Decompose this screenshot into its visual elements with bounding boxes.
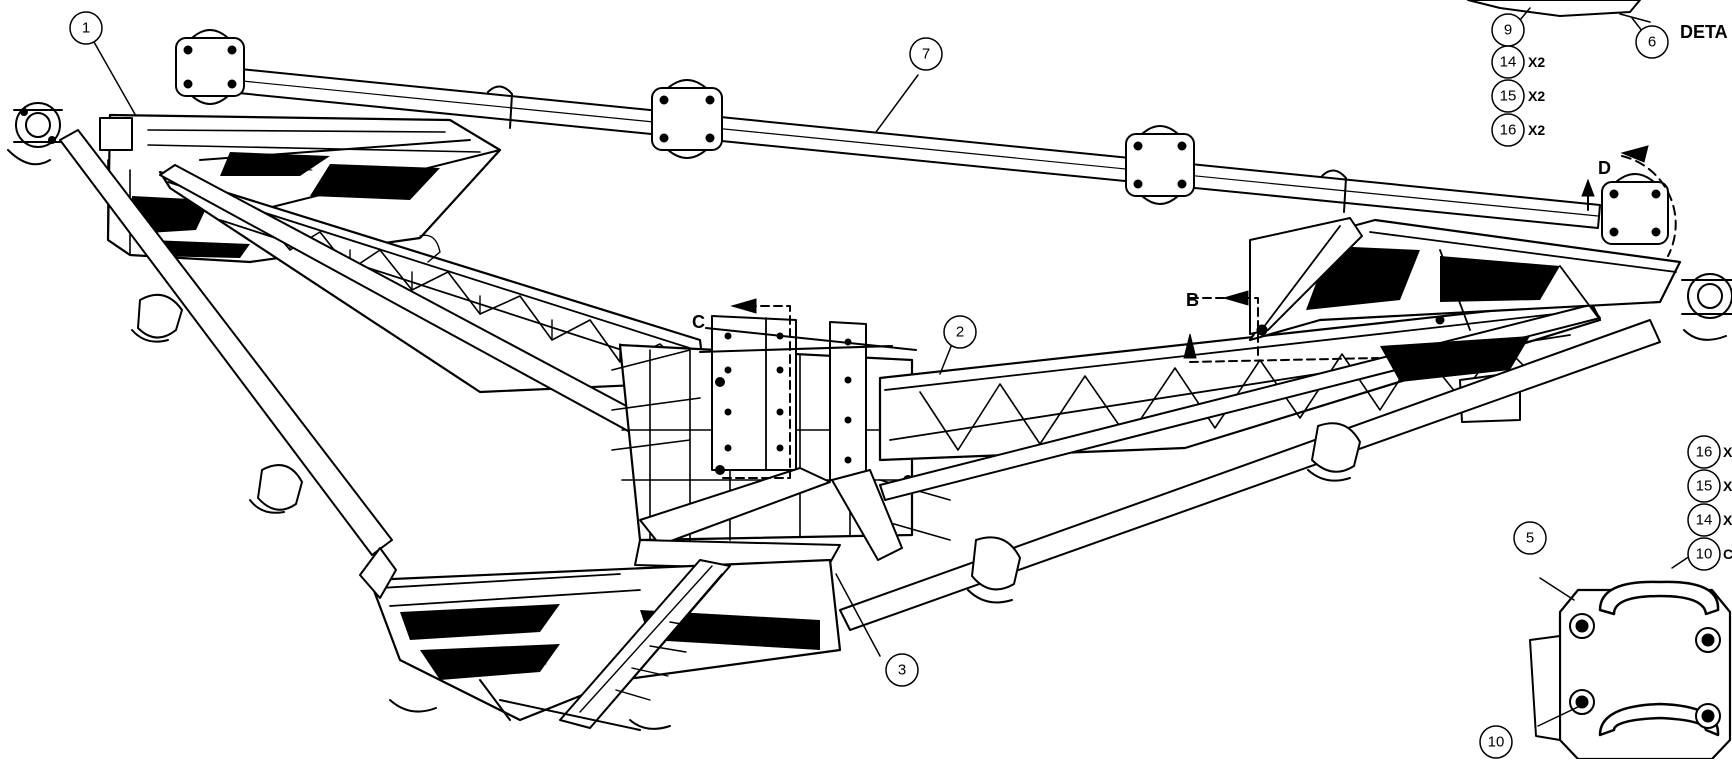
callout-16-x2: 16 X2 [1491, 113, 1545, 147]
callout-number: 2 [956, 324, 964, 341]
detail-clamp [1529, 580, 1732, 761]
rail-clamp-1 [175, 29, 245, 105]
callout-3: 3 [885, 653, 919, 687]
callout-number: 3 [898, 662, 906, 679]
callout-2: 2 [943, 315, 977, 349]
callout-15-right: 15 X [1687, 469, 1732, 503]
center-hub [611, 315, 951, 571]
callout-number: 5 [1526, 530, 1534, 547]
view-arrow-d [1581, 145, 1677, 257]
bottom-platform [359, 547, 842, 731]
callout-16-right: 16 X [1687, 435, 1732, 469]
callout-14-x2: 14 X2 [1491, 45, 1545, 79]
quantity-label: C [1723, 546, 1732, 562]
callout-14-right: 14 X [1687, 503, 1732, 537]
detail-label: DETA [1680, 22, 1728, 42]
callout-number: 14 [1500, 54, 1517, 71]
rail-clamp-2 [651, 79, 723, 159]
quantity-label: X2 [1528, 122, 1545, 138]
leader-lines [93, 7, 1691, 727]
rail-clamp-4 [1601, 173, 1669, 245]
rail-clamp-3 [1125, 125, 1195, 205]
quantity-label: X2 [1528, 54, 1545, 70]
callout-number: 15 [1696, 478, 1713, 495]
view-label-b: B [1186, 290, 1199, 310]
callout-number: 6 [1648, 34, 1656, 51]
view-label-c: C [692, 312, 705, 332]
callout-number: 10 [1488, 734, 1505, 751]
callout-9: 9 [1491, 13, 1525, 47]
callout-7: 7 [909, 37, 943, 71]
callout-number: 15 [1500, 88, 1517, 105]
callout-number: 16 [1696, 444, 1713, 461]
quantity-label: X [1723, 444, 1732, 460]
callout-number: 14 [1696, 512, 1713, 529]
callout-number: 10 [1696, 546, 1713, 563]
callout-1: 1 [69, 11, 103, 45]
view-arrow-c [719, 298, 791, 479]
callout-10-detail: 10 [1479, 725, 1513, 759]
left-platform [99, 113, 502, 264]
callout-10-right: 10 C [1687, 537, 1732, 571]
detail-sketch-top [1467, 0, 1651, 23]
callout-number: 1 [82, 20, 90, 37]
left-end-clamp [7, 102, 63, 166]
right-end-clamp [1681, 273, 1732, 341]
left-diagonal-leg [59, 129, 393, 556]
callout-15-x2: 15 X2 [1491, 79, 1545, 113]
right-platform [1248, 217, 1682, 342]
view-label-d: D [1598, 158, 1611, 178]
callout-number: 7 [922, 46, 930, 63]
quantity-label: X2 [1528, 88, 1545, 104]
callout-5: 5 [1513, 521, 1547, 555]
callout-number: 9 [1504, 22, 1512, 39]
quantity-label: X [1723, 512, 1732, 528]
quantity-label: X [1723, 478, 1732, 494]
view-arrow-b [1183, 290, 1379, 363]
left-truss [158, 164, 707, 456]
right-diagonal-leg [839, 319, 1661, 631]
callout-6: 6 [1635, 25, 1669, 59]
callout-number: 16 [1500, 122, 1517, 139]
